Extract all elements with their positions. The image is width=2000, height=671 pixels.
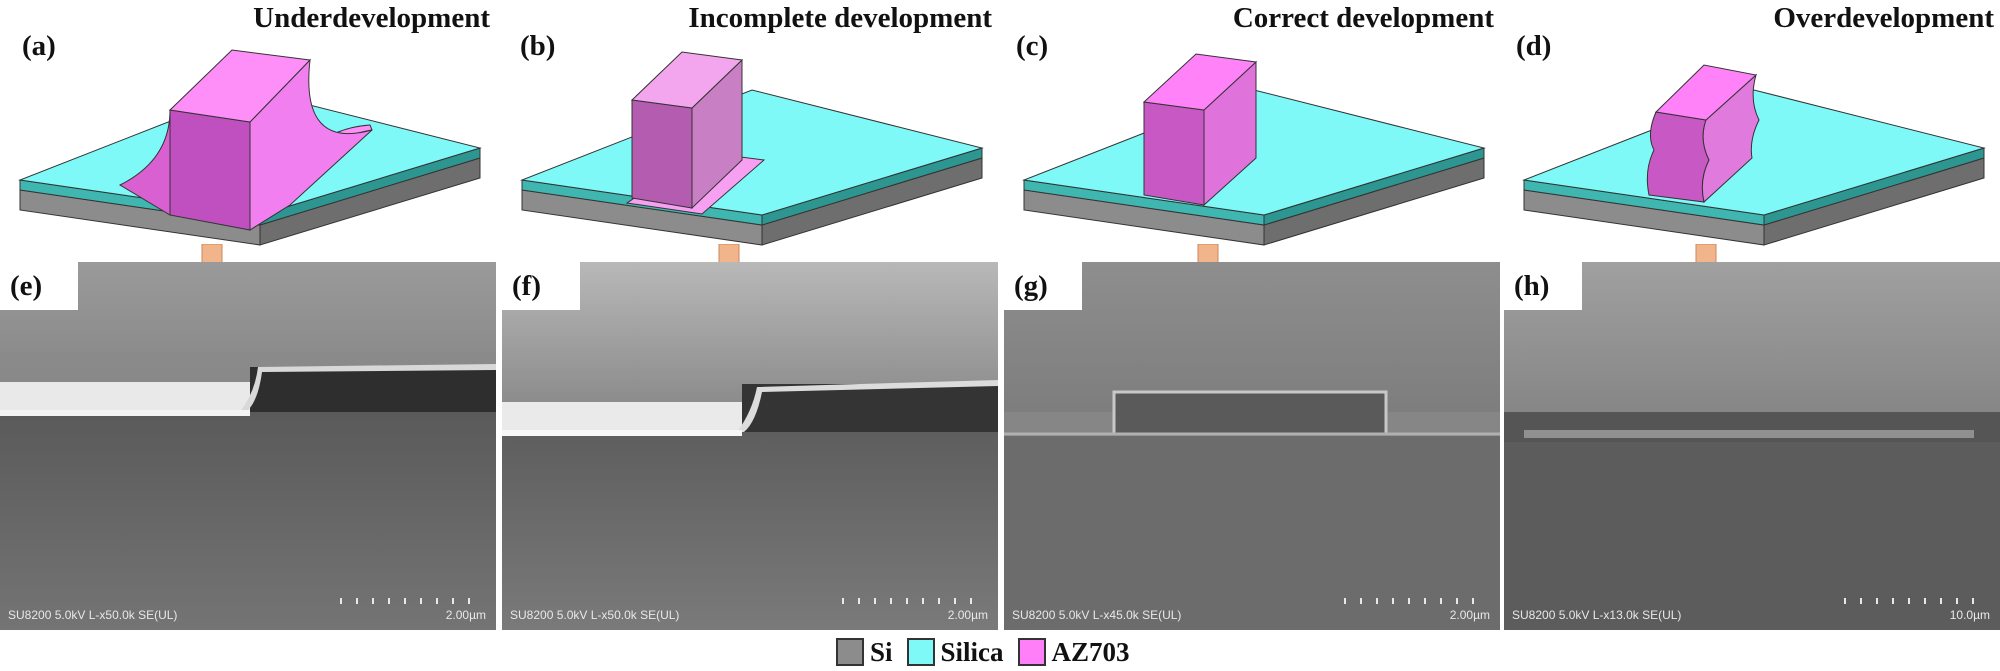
legend-item-az703: AZ703 — [1017, 636, 1130, 668]
schematic-underdevelopment — [18, 49, 482, 246]
scale-bar-label: 2.00µm — [947, 608, 988, 622]
sem-label-box — [502, 262, 580, 310]
sem-label-box — [1504, 262, 1582, 310]
resist-front — [169, 109, 251, 231]
scale-bar-label: 2.00µm — [445, 608, 486, 622]
legend-swatch-az703 — [1017, 638, 1046, 666]
scale-ticks — [340, 598, 484, 604]
panel-column-incomplete-development: Incomplete development (b) — [502, 0, 998, 640]
scale-ticks — [1344, 598, 1488, 604]
sem-image-underdevelopment: (e) SU8200 5.0kV L-x50.0k SE(UL) 2.00µm — [0, 262, 496, 630]
panel-label-h: (h) — [1514, 270, 1550, 302]
sem-image-correct-development: (g) SU8200 5.0kV L-x45.0k SE(UL) 2.00µm — [1004, 262, 1500, 630]
legend-label: Si — [870, 636, 893, 667]
panel-column-overdevelopment: Overdevelopment (d) (h) — [1504, 0, 2000, 640]
column-title: Underdevelopment — [253, 2, 490, 34]
panel-label-b: (b) — [520, 30, 556, 62]
legend: Si Silica AZ703 — [836, 636, 1130, 668]
scale-ticks — [1844, 598, 1988, 604]
sem-acquisition-info: SU8200 5.0kV L-x13.0k SE(UL) — [1512, 608, 1682, 622]
resist-top — [168, 49, 312, 123]
scale-ticks — [842, 598, 986, 604]
sem-acquisition-info: SU8200 5.0kV L-x45.0k SE(UL) — [1012, 608, 1182, 622]
legend-label: AZ703 — [1051, 636, 1130, 667]
legend-item-silica: Silica — [906, 636, 1004, 668]
panel-label-c: (c) — [1016, 30, 1049, 62]
column-title: Incomplete development — [688, 2, 992, 34]
panel-label-e: (e) — [10, 270, 43, 302]
legend-swatch-silica — [906, 638, 935, 666]
sem-image-overdevelopment: (h) SU8200 5.0kV L-x13.0k SE(UL) 10.0µm — [1504, 262, 2000, 630]
resist-side — [249, 58, 373, 231]
panel-column-correct-development: Correct development (c) — [1004, 0, 1500, 640]
column-title: Overdevelopment — [1773, 2, 1994, 34]
schematic-correct-development — [1022, 53, 1486, 246]
panel-label-a: (a) — [22, 30, 56, 62]
sem-image-incomplete-development: (f) SU8200 5.0kV L-x50.0k SE(UL) 2.00µm — [502, 262, 998, 630]
panel-label-f: (f) — [512, 270, 541, 302]
legend-label: Silica — [940, 636, 1004, 667]
panel-column-underdevelopment: Underdevelopment (a) — [0, 0, 496, 640]
sem-acquisition-info: SU8200 5.0kV L-x50.0k SE(UL) — [8, 608, 178, 622]
schematic-overdevelopment — [1522, 64, 1986, 246]
legend-item-si: Si — [836, 637, 893, 668]
sem-label-box — [1004, 262, 1082, 310]
schematic-incomplete-development — [520, 51, 984, 246]
scale-bar-label: 10.0µm — [1949, 608, 1990, 622]
legend-swatch-si — [836, 638, 864, 666]
panel-label-d: (d) — [1516, 30, 1552, 62]
column-title: Correct development — [1232, 2, 1494, 34]
scale-bar-label: 2.00µm — [1449, 608, 1490, 622]
sem-acquisition-info: SU8200 5.0kV L-x50.0k SE(UL) — [510, 608, 680, 622]
sem-label-box — [0, 262, 78, 310]
panel-label-g: (g) — [1014, 270, 1048, 302]
